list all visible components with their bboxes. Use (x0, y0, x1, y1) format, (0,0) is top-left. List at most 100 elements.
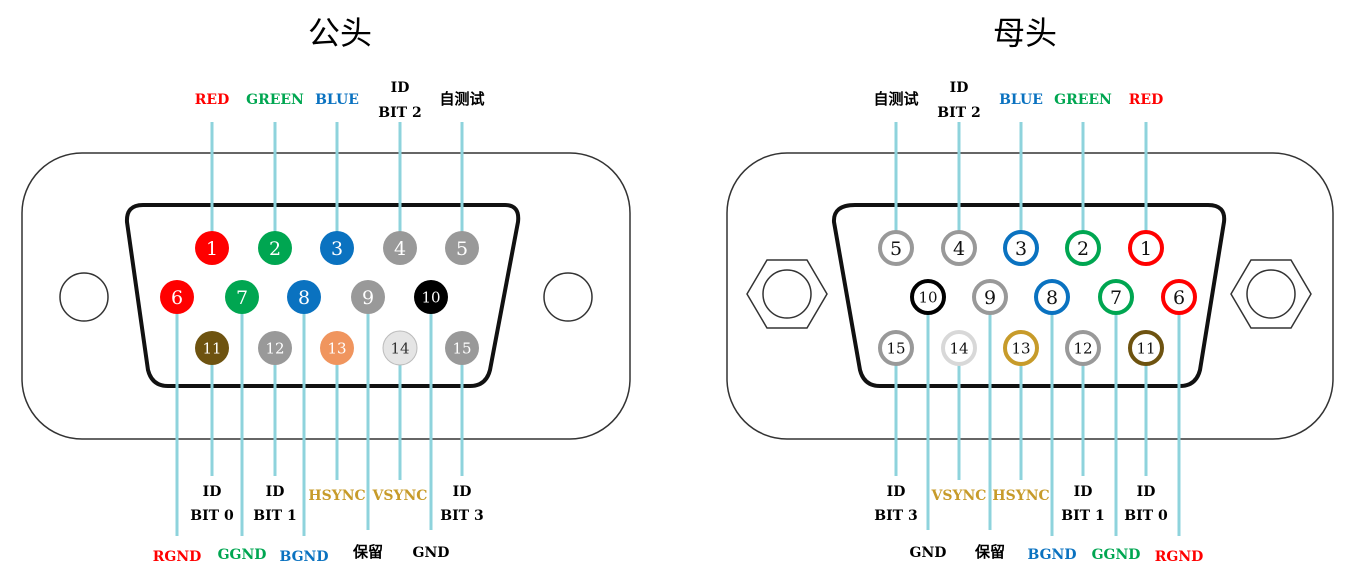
male-label-pin-1: RED (195, 92, 229, 108)
male-label-pin-8: BGND (280, 549, 329, 565)
female-pin-number: 6 (1173, 287, 1185, 309)
male-label-pin-9: 保留 (352, 543, 383, 561)
female-pin-5: 5 (878, 230, 914, 266)
female-pin-8: 8 (1034, 279, 1070, 315)
male-pin-15: 15 (445, 331, 479, 365)
male-pin-3: 3 (320, 231, 354, 265)
male-pin-12: 12 (258, 331, 292, 365)
female-pin-number: 4 (953, 238, 965, 260)
female-pin-number: 8 (1046, 287, 1058, 309)
female-pin-number: 5 (890, 238, 902, 260)
male-label-pin-2: GREEN (246, 92, 304, 108)
male-pin-number: 8 (298, 287, 310, 309)
male-label-pin-12: ID (266, 484, 285, 500)
female-pin-number: 13 (1011, 339, 1030, 357)
female-pins: 5 4 3 2 1 10 9 8 7 6 15 14 13 12 11 (878, 230, 1197, 366)
female-label-pin-1: RED (1129, 92, 1163, 108)
male-pin-13: 13 (320, 331, 354, 365)
male-label-pin-4-line2: BIT 2 (378, 105, 421, 121)
female-pin-14: 14 (941, 330, 977, 366)
female-label-pin-6: RGND (1155, 549, 1204, 565)
female-title: 母头 (993, 14, 1057, 52)
female-label-pin-10: GND (910, 545, 947, 561)
female-pin-number: 10 (918, 288, 937, 306)
male-pin-9: 9 (351, 280, 385, 314)
female-label-pin-4-line2: BIT 2 (937, 105, 980, 121)
female-label-pin-3: BLUE (999, 92, 1043, 108)
female-label-pin-11-line2: BIT 0 (1124, 508, 1168, 524)
male-pin-5: 5 (445, 231, 479, 265)
female-pin-2: 2 (1065, 230, 1101, 266)
female-label-pin-7: GGND (1092, 547, 1141, 563)
male-pin-number: 9 (362, 287, 374, 309)
male-label-pin-15-line2: BIT 3 (440, 508, 483, 524)
female-pin-6: 6 (1161, 279, 1197, 315)
female-hex-standoff-right (1230, 259, 1312, 329)
female-pin-11: 11 (1128, 330, 1164, 366)
male-title: 公头 (308, 14, 372, 52)
female-label-pin-15-line2: BIT 3 (874, 508, 917, 524)
female-labels: 自测试 ID BIT 2 BLUE GREEN RED ID BIT 3 VSYNC HSYNC I… (873, 80, 1203, 565)
female-pin-number: 9 (984, 287, 996, 309)
male-pin-6: 6 (160, 280, 194, 314)
male-pin-number: 2 (269, 238, 281, 260)
female-pin-number: 1 (1140, 238, 1152, 260)
male-pin-11: 11 (195, 331, 229, 365)
male-pin-number: 5 (456, 238, 468, 260)
female-label-pin-2: GREEN (1054, 92, 1112, 108)
female-pin-number: 12 (1073, 339, 1092, 357)
male-pin-number: 7 (236, 287, 248, 309)
male-label-pin-14: VSYNC (372, 488, 428, 504)
male-mount-hole-right (543, 272, 593, 322)
male-pin-number: 4 (394, 238, 406, 260)
male-pin-1: 1 (195, 231, 229, 265)
female-hex-standoff-left (746, 259, 828, 329)
male-pin-2: 2 (258, 231, 292, 265)
female-pin-number: 11 (1136, 339, 1155, 357)
female-label-pin-15: ID (887, 484, 906, 500)
female-pin-15: 15 (878, 330, 914, 366)
female-pin-7: 7 (1098, 279, 1134, 315)
male-pin-number: 14 (390, 339, 409, 357)
male-pin-10: 10 (414, 280, 448, 314)
male-label-pin-15: ID (453, 484, 472, 500)
male-pin-number: 11 (202, 339, 221, 357)
male-pin-number: 15 (452, 339, 471, 357)
male-label-pin-11: ID (203, 484, 222, 500)
female-label-pin-12: ID (1074, 484, 1093, 500)
female-label-pin-4: ID (950, 80, 969, 96)
male-pin-number: 13 (327, 339, 346, 357)
male-label-pin-10: GND (413, 545, 450, 561)
female-label-pin-14: VSYNC (931, 488, 987, 504)
male-pin-number: 1 (206, 238, 218, 260)
female-pin-1: 1 (1128, 230, 1164, 266)
male-pin-number: 12 (265, 339, 284, 357)
male-label-pin-13: HSYNC (308, 488, 365, 504)
male-label-pin-5: 自测试 (439, 90, 484, 108)
male-pin-number: 3 (331, 238, 343, 260)
male-pin-8: 8 (287, 280, 321, 314)
female-pin-number: 14 (949, 339, 968, 357)
female-pin-number: 3 (1015, 238, 1027, 260)
male-wires (175, 122, 464, 536)
female-connector-panel: 母头 5 4 3 2 1 10 9 8 7 6 15 14 13 12 11 自测试 ID BIT 2 BLUE G… (726, 14, 1334, 565)
female-pin-3: 3 (1003, 230, 1039, 266)
female-label-pin-13: HSYNC (992, 488, 1049, 504)
male-label-pin-6: RGND (153, 549, 202, 565)
male-pin-number: 6 (171, 287, 183, 309)
male-mount-hole-left (59, 272, 109, 322)
male-label-pin-7: GGND (218, 547, 267, 563)
male-pin-number: 10 (421, 288, 440, 306)
female-wires (894, 122, 1181, 536)
female-label-pin-12-line2: BIT 1 (1061, 508, 1104, 524)
female-label-pin-5: 自测试 (873, 90, 918, 108)
male-pin-4: 4 (383, 231, 417, 265)
female-label-pin-8: BGND (1028, 547, 1077, 563)
male-label-pin-11-line2: BIT 0 (190, 508, 234, 524)
female-pin-number: 15 (886, 339, 905, 357)
male-label-pin-12-line2: BIT 1 (253, 508, 296, 524)
